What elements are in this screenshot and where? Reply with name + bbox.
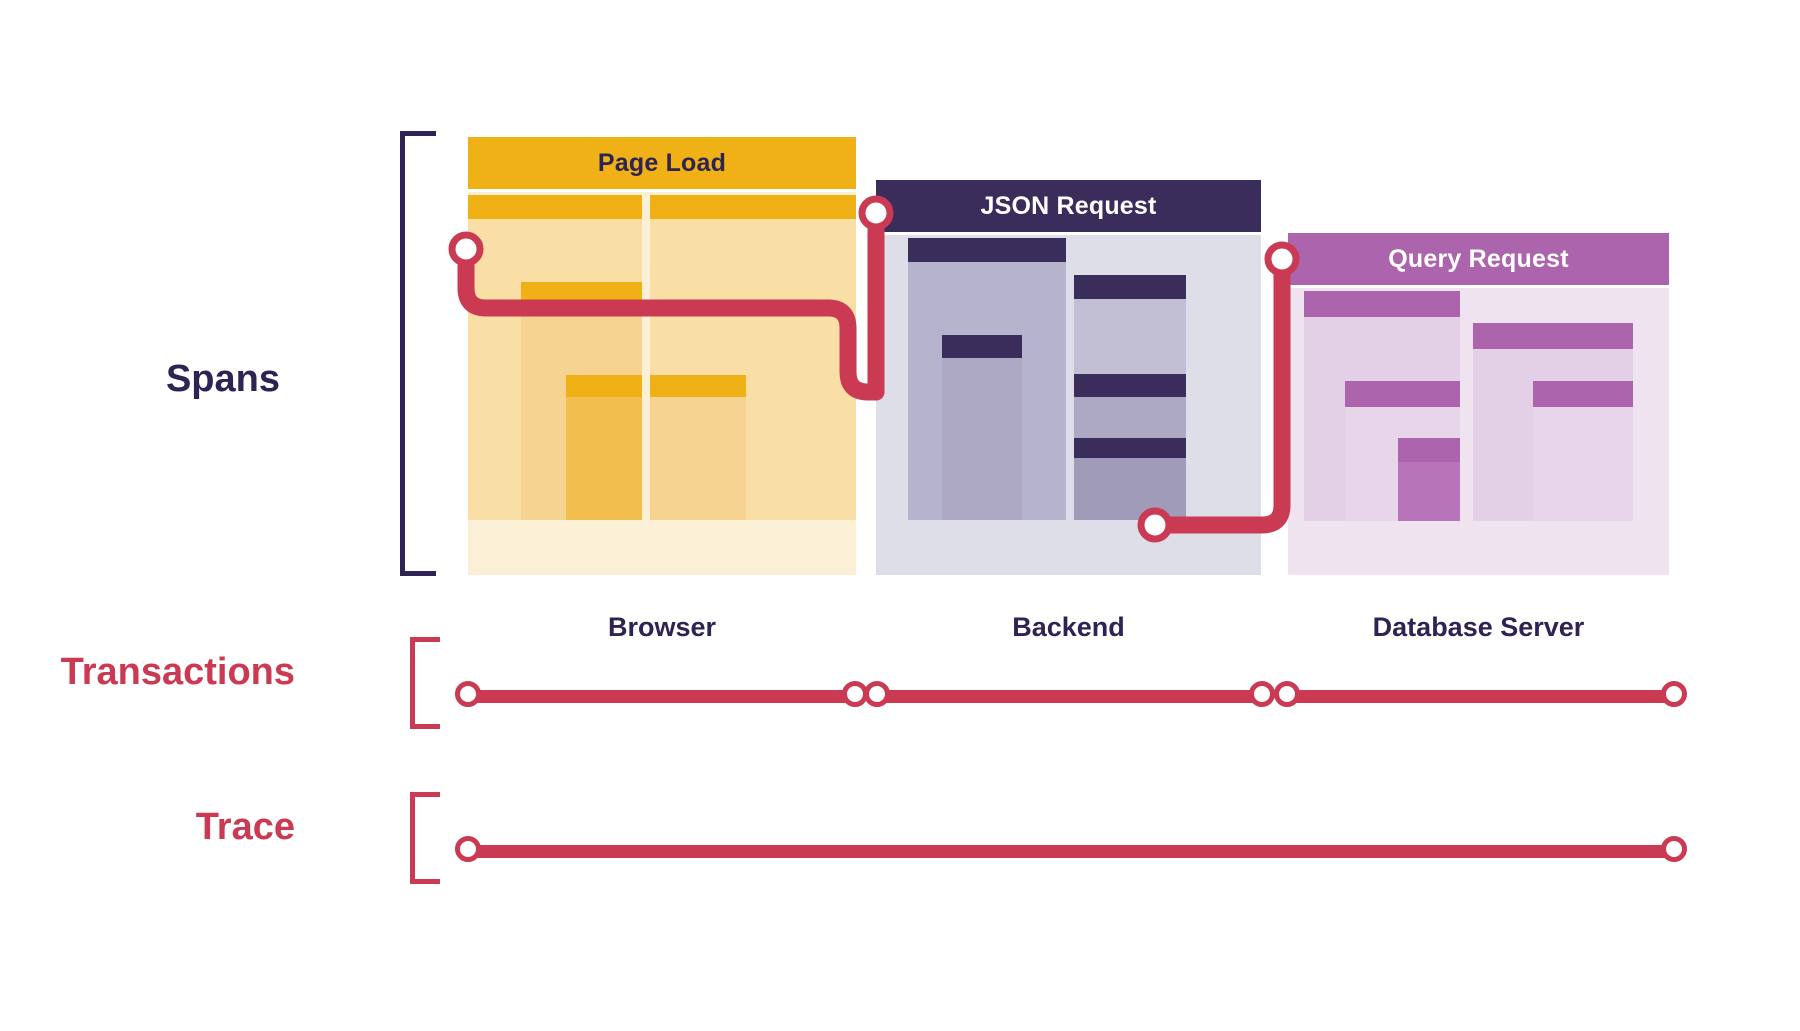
bracket-spans-bottom (400, 571, 436, 576)
bracket-transactions-bottom (410, 724, 440, 729)
span-browser-5 (650, 375, 746, 520)
bracket-trace-spine (410, 792, 415, 884)
bracket-trace-top (410, 792, 440, 797)
row-label-spans: Spans (165, 358, 280, 400)
transaction-segment-database-end-node (1661, 681, 1687, 707)
bracket-spans-top (400, 131, 436, 136)
span-column-browser-body (468, 192, 856, 575)
span-column-backend-header: JSON Request (876, 180, 1261, 232)
span-database-3-cap (1398, 438, 1460, 462)
span-database-3 (1398, 438, 1460, 521)
bracket-transactions-top (410, 637, 440, 642)
span-database-4-cap (1473, 323, 1633, 349)
span-backend-3-cap (1074, 275, 1186, 299)
transactions-timeline (0, 681, 1800, 711)
span-column-browser: Page Load (468, 137, 856, 575)
transaction-segment-backend-end-node (1249, 681, 1275, 707)
trace-segment-full-start-node (455, 836, 481, 862)
transaction-segment-browser-start-node (455, 681, 481, 707)
span-backend-4-cap (1074, 374, 1186, 397)
transaction-segment-backend-start-node (864, 681, 890, 707)
span-column-database-body (1288, 288, 1669, 575)
trace-segment-full-end-node (1661, 836, 1687, 862)
transaction-segment-database (1287, 690, 1674, 703)
trace-timeline (0, 836, 1800, 866)
bracket-transactions (410, 637, 440, 729)
trace-segment-full (468, 845, 1674, 858)
span-browser-3 (566, 375, 642, 520)
span-browser-3-cap (566, 375, 642, 397)
service-caption-database: Database Server (1372, 612, 1585, 642)
span-database-5 (1533, 381, 1633, 521)
span-browser-5-cap (650, 375, 746, 397)
service-caption-backend: Backend (1012, 612, 1125, 642)
span-database-5-cap (1533, 381, 1633, 407)
span-backend-5-cap (1074, 438, 1186, 458)
span-backend-1-cap (908, 238, 1066, 262)
transaction-segment-backend (877, 690, 1262, 703)
span-browser-4-cap (650, 195, 856, 219)
span-column-browser-header: Page Load (468, 137, 856, 189)
bracket-spans-spine (400, 131, 405, 576)
span-browser-1-cap (468, 195, 642, 219)
row-label-trace: Trace (195, 806, 295, 848)
bracket-spans (400, 131, 436, 576)
span-database-2-cap (1345, 381, 1460, 407)
span-backend-2-fill (942, 335, 1022, 520)
transaction-segment-browser (468, 690, 855, 703)
transaction-segment-database-start-node (1274, 681, 1300, 707)
row-label-transactions: Transactions (60, 651, 295, 693)
bracket-trace-bottom (410, 879, 440, 884)
service-caption-browser: Browser (607, 612, 717, 642)
span-backend-2 (942, 335, 1022, 520)
span-column-database: Query Request (1288, 233, 1669, 575)
span-database-1-cap (1304, 291, 1460, 317)
span-backend-5 (1074, 438, 1186, 520)
bracket-trace (410, 792, 440, 884)
span-column-backend-body (876, 235, 1261, 575)
span-backend-2-cap (942, 335, 1022, 358)
bracket-transactions-spine (410, 637, 415, 729)
span-column-backend: JSON Request (876, 180, 1261, 575)
span-browser-2-cap (521, 282, 642, 305)
span-column-database-header: Query Request (1288, 233, 1669, 285)
